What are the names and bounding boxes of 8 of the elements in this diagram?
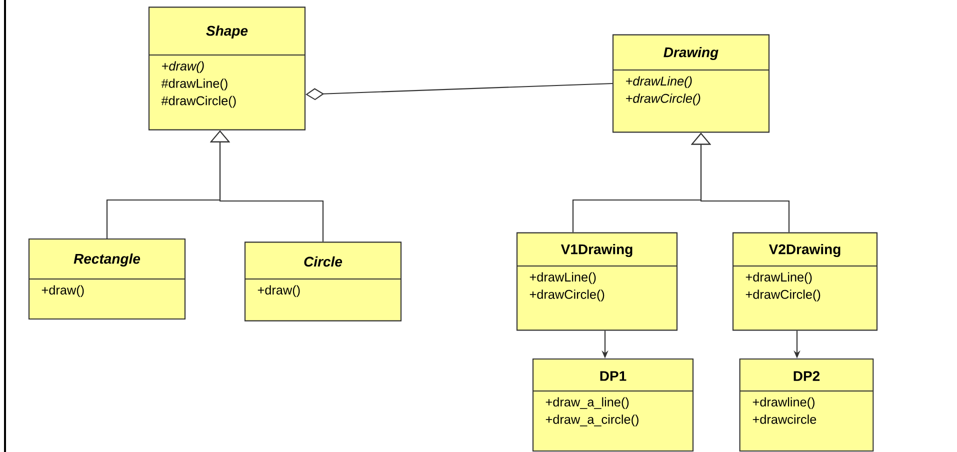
- class-box: Shape +draw() #drawLine() #drawCircle(): [148, 6, 306, 130]
- class-box: V2Drawing +drawLine() +drawCircle(): [732, 232, 878, 331]
- class-box: V1Drawing +drawLine() +drawCircle(): [516, 232, 678, 331]
- class-box: Rectangle +draw(): [28, 238, 186, 320]
- class-box: DP1 +draw_a_line() +draw_a_circle(): [532, 358, 694, 452]
- class-box: DP2 +drawline() +drawcircle: [739, 358, 874, 452]
- class-box: Drawing +drawLine() +drawCircle(): [612, 34, 770, 133]
- class-box: Circle +draw(): [244, 242, 402, 322]
